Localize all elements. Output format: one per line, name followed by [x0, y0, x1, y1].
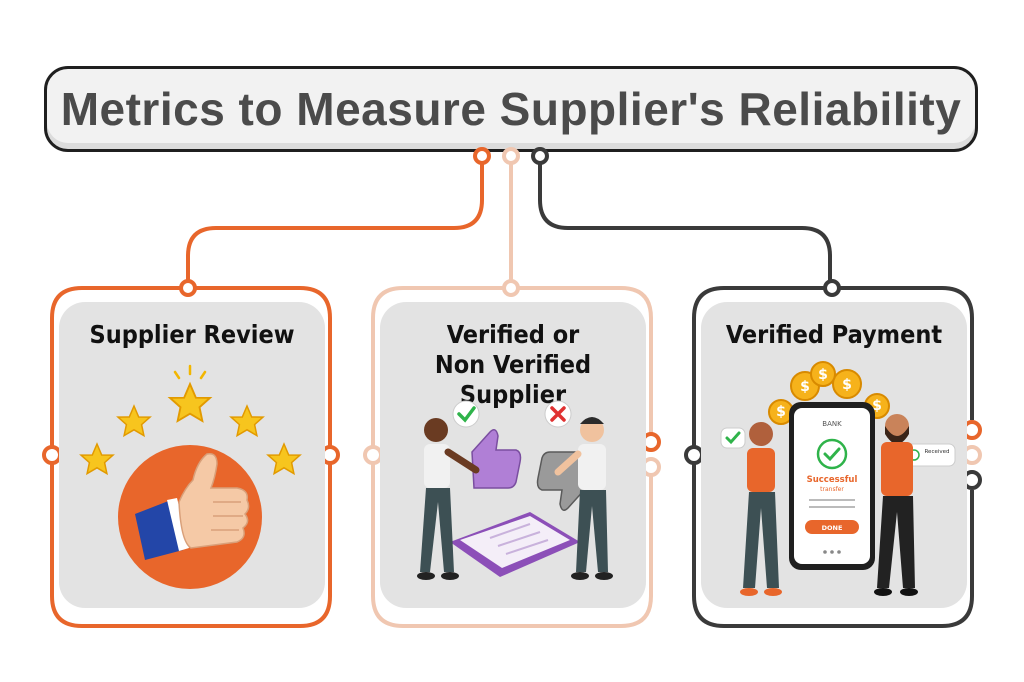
card-verified-supplier: Verified or Non Verified Supplier [380, 302, 646, 608]
phone-status-title: Successful [807, 475, 858, 485]
card-verified-payment: Verified Payment $ $ $ $ $ BANK Successful t… [701, 302, 967, 608]
svg-text:$: $ [842, 377, 852, 393]
phone-status-sub: transfer [820, 486, 844, 493]
phone-bank-label: BANK [822, 420, 842, 428]
phone-done-label: DONE [822, 524, 843, 532]
svg-text:$: $ [818, 367, 828, 383]
svg-text:$: $ [872, 398, 882, 414]
svg-text:$: $ [776, 404, 786, 420]
card-title-verified-payment: Verified Payment [725, 320, 943, 349]
svg-text:$: $ [800, 379, 810, 395]
phone-successful-transfer-icon: $ $ $ $ $ BANK Successful transfer DONE Rece… [720, 361, 956, 596]
card-title-line1: Verified or [446, 320, 580, 349]
verified-vs-non-verified-people-icon [417, 400, 613, 580]
card-title-line2: Non Verified Supplier [434, 350, 592, 409]
phone-done-button [805, 520, 859, 534]
card-supplier-review: Supplier Review [59, 302, 325, 608]
card-title-supplier-review: Supplier Review [89, 320, 295, 349]
received-label: Received [924, 449, 949, 455]
page-title: Metrics to Measure Supplier's Reliabilit… [60, 83, 962, 135]
thumbs-up-with-stars-icon [80, 364, 301, 589]
title-banner: Metrics to Measure Supplier's Reliabilit… [44, 66, 978, 152]
